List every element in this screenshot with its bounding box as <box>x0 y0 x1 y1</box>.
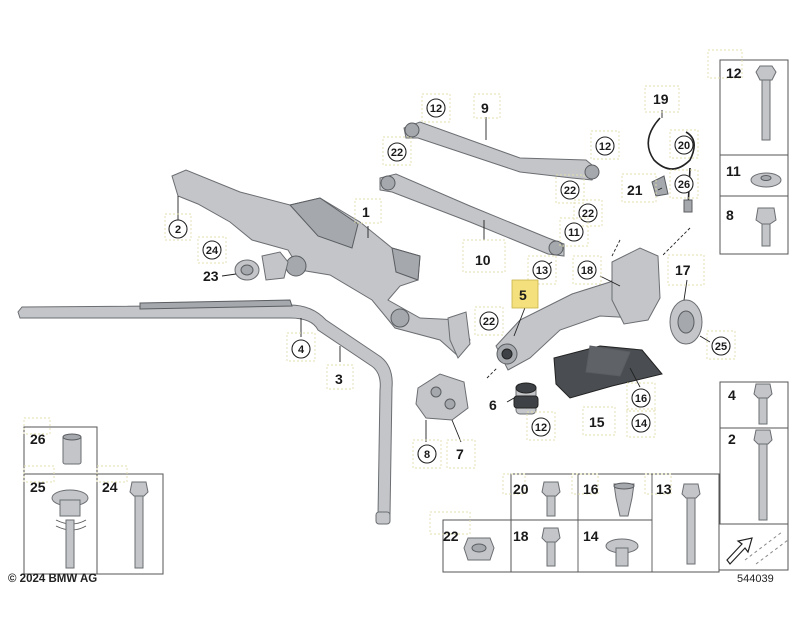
callout-8: 8 <box>424 449 430 461</box>
inset-left-bottom: 26 25 24 <box>23 417 164 575</box>
diagram-number: 544039 <box>737 573 774 585</box>
bracket-7 <box>415 373 469 421</box>
callout-19: 19 <box>653 91 669 107</box>
callout-4: 4 <box>298 344 305 356</box>
callout-11: 11 <box>568 227 580 239</box>
inset-label-14: 14 <box>583 528 599 544</box>
nut-14 <box>605 538 639 567</box>
callout-22-lower: 22 <box>483 316 495 328</box>
inset-label-16: 16 <box>583 481 599 497</box>
bolt-12 <box>755 65 777 141</box>
inset-label-11: 11 <box>726 163 741 179</box>
callout-14: 14 <box>635 418 648 430</box>
callout-2: 2 <box>175 224 181 236</box>
callout-26: 26 <box>678 179 690 191</box>
callout-labels: 1 2 24 23 4 3 12 9 22 12 <box>164 85 736 469</box>
wishbone-10 <box>379 173 565 257</box>
bolt-4 <box>753 383 773 425</box>
inset-label-24: 24 <box>102 479 118 495</box>
nut-22 <box>463 537 495 561</box>
inset-label-20: 20 <box>513 481 529 497</box>
callout-12-top: 12 <box>430 103 442 115</box>
inset-bottom-right: 20 16 13 22 18 14 <box>429 473 789 573</box>
leader-lines <box>177 110 711 443</box>
copyright-text: © 2024 BMW AG <box>8 573 98 585</box>
callout-7: 7 <box>456 446 464 462</box>
washer-11 <box>750 172 782 188</box>
callout-12-lower: 12 <box>535 422 547 434</box>
callout-3: 3 <box>335 371 343 387</box>
bolt-2 <box>753 429 773 521</box>
callout-24: 24 <box>206 245 219 257</box>
cover-15 <box>553 345 663 399</box>
inset-label-18: 18 <box>513 528 529 544</box>
wheel-speed-sensor-19 <box>647 117 695 213</box>
wishbone-9 <box>403 121 600 181</box>
inset-right-top: 12 11 8 <box>707 49 789 255</box>
callout-21: 21 <box>627 182 643 198</box>
inset-label-2: 2 <box>728 431 736 447</box>
bolt-13 <box>681 483 701 565</box>
callout-20: 20 <box>678 140 690 152</box>
callout-5: 5 <box>519 287 527 303</box>
bolt-8 <box>755 207 777 247</box>
inset-label-13: 13 <box>656 481 672 497</box>
inset-label-8: 8 <box>726 207 734 223</box>
bolt-24 <box>129 481 149 569</box>
callout-16: 16 <box>635 393 647 405</box>
callout-18: 18 <box>581 265 593 277</box>
callout-15: 15 <box>589 414 605 430</box>
inset-label-25: 25 <box>30 479 46 495</box>
rubber-mount-23 <box>234 259 260 281</box>
inset-label-22: 22 <box>443 528 459 544</box>
clip-16 <box>613 482 635 517</box>
callout-10: 10 <box>475 252 491 268</box>
wheel-carrier-17 <box>611 247 703 345</box>
stabilizer-bar <box>17 299 393 525</box>
bolt-20 <box>541 481 561 517</box>
bracket-24-carrier <box>261 251 289 281</box>
inset-right-bottom: 4 2 <box>719 381 789 525</box>
rear-axle-carrier <box>171 169 471 359</box>
bolt-25 <box>51 489 89 569</box>
inset-label-26: 26 <box>30 431 46 447</box>
callout-23: 23 <box>203 268 219 284</box>
callout-17: 17 <box>675 262 691 278</box>
bolt-18 <box>541 527 561 567</box>
callout-25: 25 <box>715 341 727 353</box>
callout-22-right: 22 <box>564 185 576 197</box>
inset-label-4: 4 <box>728 387 736 403</box>
callout-22-left: 22 <box>391 147 403 159</box>
callout-1: 1 <box>362 204 370 220</box>
callout-13: 13 <box>536 265 548 277</box>
direction-arrow-icon <box>718 523 789 571</box>
callout-22-mid: 22 <box>582 208 594 220</box>
callout-9: 9 <box>481 100 489 116</box>
inset-label-12: 12 <box>726 65 742 81</box>
bushing-26 <box>62 433 82 465</box>
callout-12-right: 12 <box>599 141 611 153</box>
rubber-mount-6 <box>513 382 539 415</box>
callout-6: 6 <box>489 397 497 413</box>
